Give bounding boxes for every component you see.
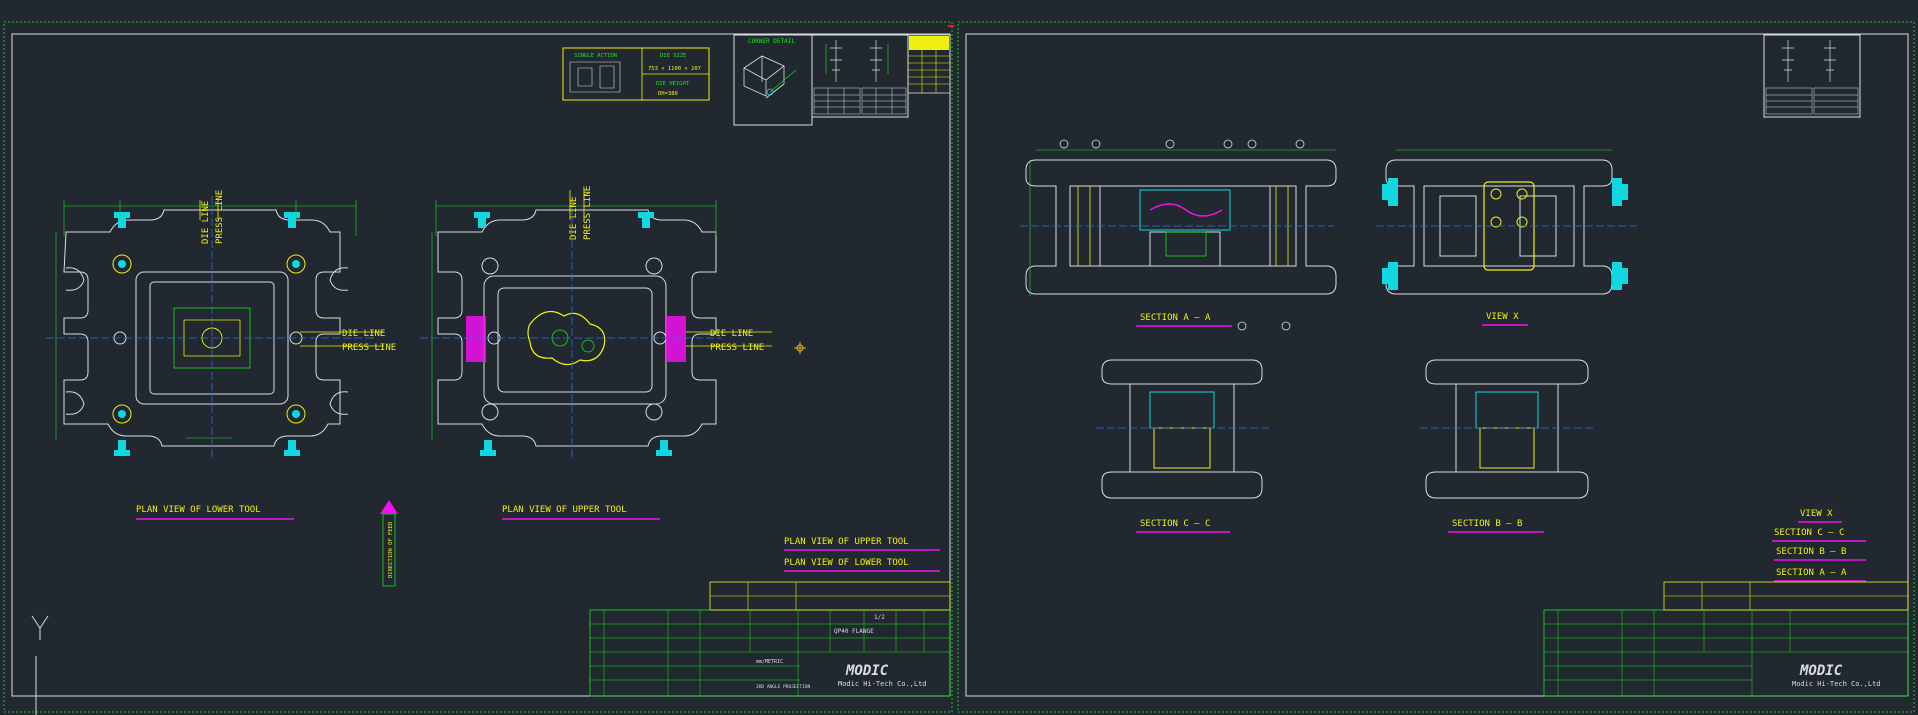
sheet2-company-name: Modic Hi-Tech Co.,Ltd [1792,680,1881,688]
sheet1-legend: PLAN VIEW OF UPPER TOOL PLAN VIEW OF LOW… [784,537,940,572]
section-b-b-drawing [1425,359,1589,499]
view-x-drawing [1385,159,1613,295]
feed-direction-label: DIRECTION OF FEED [388,522,394,578]
sheet1-outer-frame [3,21,953,713]
section-a-a-title: SECTION A – A [1140,313,1211,323]
view-x-details [1376,149,1640,290]
view-x-title: VIEW X [1486,312,1519,322]
bolt-details-table [811,34,909,118]
upper-die-line-vertical: DIE LINE [569,197,579,240]
sheet2-legend: VIEW X SECTION C – C SECTION B – B SECTI… [1772,509,1866,582]
legend-view-x: VIEW X [1800,509,1833,519]
lower-tool-dimensions [55,200,374,440]
sheet1-scale: 1/2 [874,614,885,621]
legend-lower: PLAN VIEW OF LOWER TOOL [784,558,909,568]
lower-press-line-vertical: PRESS LINE [215,190,225,244]
sheet2-title-block: MODIC Modic Hi-Tech Co.,Ltd [1543,581,1909,697]
upper-tool-punch-details [466,212,686,456]
die-size-value: 753 × 1100 × 207 [648,66,701,72]
lower-press-line-label: PRESS LINE [342,343,396,353]
legend-upper: PLAN VIEW OF UPPER TOOL [784,537,909,547]
lower-tool-centerlines [46,196,370,460]
crosshair-mark [794,342,806,354]
sheet1-unit: mm/METRIC [756,659,783,665]
upper-press-line-label: PRESS LINE [710,343,764,353]
upper-press-line-vertical: PRESS LINE [583,186,593,240]
upper-die-line-label: DIE LINE [710,329,753,339]
sheet1-projection: 3RD ANGLE PROJECTION [756,684,810,690]
legend-section-a: SECTION A – A [1776,568,1847,578]
legend-section-b: SECTION B – B [1776,547,1846,557]
single-action-label: SINGLE ACTION [574,53,617,59]
upper-tool-centerlines [420,196,722,460]
sheet1-part-name: QP40 FLANGE [834,628,874,635]
section-a-a-drawing [1025,159,1337,295]
corner-detail-label: CORNER DETAIL [748,38,795,45]
die-size-label: DIE SIZE [660,53,687,59]
ucs-icon [31,615,49,715]
sheet1-company-logo: MODIC [845,663,889,679]
section-b-b-title: SECTION B – B [1452,519,1522,529]
sheet1-border [11,33,951,697]
lower-tool-details [112,212,306,456]
sheet2-bolt-details [1763,34,1861,118]
yellow-spec-table [907,34,951,94]
lower-tool-plan-view [63,209,349,447]
die-info-box: SINGLE ACTION DIE SIZE 753 × 1100 × 207 … [562,47,710,101]
die-height-label: DIE HEIGHT [656,81,690,87]
die-height-value: DH=380 [658,91,678,97]
upper-tool-dimensions [431,200,717,440]
lower-tool-view-title: PLAN VIEW OF LOWER TOOL [136,505,261,515]
section-c-c-title: SECTION C – C [1140,519,1210,529]
corner-detail-box: CORNER DETAIL [733,34,813,126]
lower-die-line-label: DIE LINE [342,329,385,339]
feed-direction-arrow: DIRECTION OF FEED [380,500,398,587]
sheet2-company-logo: MODIC [1799,663,1843,679]
lower-die-line-leaders [199,200,384,347]
section-c-c-drawing [1101,359,1263,499]
sheet2-outer-frame [957,21,1915,713]
legend-section-c: SECTION C – C [1774,528,1844,538]
sheet1-title-block: QP40 FLANGE 1/2 mm/METRIC 3RD ANGLE PROJ… [589,581,951,697]
sheet1-company-name: Modic Hi-Tech Co.,Ltd [838,680,927,688]
upper-die-line-leaders [569,190,772,347]
upper-tool-view-title: PLAN VIEW OF UPPER TOOL [502,505,627,515]
section-a-a-details [1020,139,1336,331]
sheet2-border [965,33,1909,697]
lower-die-line-vertical: DIE LINE [201,201,211,244]
